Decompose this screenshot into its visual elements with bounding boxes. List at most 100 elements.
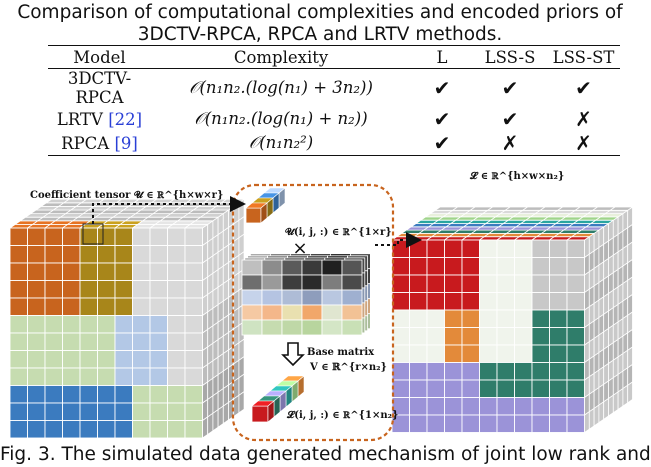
cube-front-cell [27, 280, 46, 299]
matrix-cell [261, 319, 283, 336]
header-model: Model [48, 45, 151, 69]
cube-front-cell [514, 397, 533, 416]
matrix-cell [341, 259, 363, 276]
fiber-cell [245, 207, 262, 224]
cube-front-cell [391, 239, 410, 258]
cube-front-cell [132, 385, 151, 404]
cube-front-cell [444, 397, 463, 416]
cube-front-cell [9, 420, 28, 439]
cube-front-cell [514, 344, 533, 363]
cube-front-cell [444, 292, 463, 311]
cube-front-cell [79, 350, 98, 369]
cube-front-cell [132, 280, 151, 299]
cube-front-cell [62, 280, 81, 299]
matrix-cell [321, 259, 343, 276]
table-header-row: Model Complexity L LSS-S LSS-ST [48, 45, 620, 69]
cube-front-cell [496, 292, 515, 311]
cube-side-cell [588, 407, 595, 430]
matrix-cell [321, 274, 343, 291]
cube-front-cell [44, 315, 63, 334]
cube-front-cell [461, 327, 480, 346]
cube-front-cell [531, 344, 550, 363]
cube-front-cell [149, 315, 168, 334]
cube-front-cell [566, 344, 585, 363]
cube-front-cell [114, 420, 133, 439]
cube-front-cell [114, 402, 133, 421]
cube-front-cell [531, 414, 550, 433]
cube-front-cell [426, 414, 445, 433]
cube-front-cell [27, 385, 46, 404]
check-icon: ✔ [501, 76, 519, 100]
matrix-cell [301, 259, 323, 276]
cube-front-cell [132, 367, 151, 386]
cube-front-cell [79, 280, 98, 299]
fiber-cell [251, 405, 269, 423]
cube-front-cell [391, 309, 410, 328]
cube-front-cell [9, 280, 28, 299]
cube-front-cell [132, 227, 151, 246]
cube-front-cell [62, 315, 81, 334]
cube-front-cell [114, 385, 133, 404]
cube-front-cell [167, 402, 186, 421]
cube-front-cell [149, 280, 168, 299]
cube-front-cell [479, 257, 498, 276]
cube-front-cell [461, 309, 480, 328]
cube-front-cell [514, 362, 533, 381]
cube-front-cell [79, 367, 98, 386]
cube-front-cell [62, 297, 81, 316]
cube-front-cell [496, 344, 515, 363]
dotted-arrow-left [92, 196, 246, 224]
cube-front-cell [9, 262, 28, 281]
cube-front-cell [409, 414, 428, 433]
cube-front-cell [27, 350, 46, 369]
cube-front-cell [114, 262, 133, 281]
cube-front-cell [9, 402, 28, 421]
cube-front-cell [149, 262, 168, 281]
matrix-cell [341, 304, 363, 321]
cube-front-cell [184, 280, 203, 299]
cube-front-cell [9, 385, 28, 404]
cube-front-cell [167, 350, 186, 369]
citation-link[interactable]: [22] [108, 109, 143, 129]
cube-front-cell [149, 385, 168, 404]
cube-front-cell [44, 227, 63, 246]
matrix-cell [341, 289, 363, 306]
cube-front-cell [167, 280, 186, 299]
cube-front-cell [62, 402, 81, 421]
cube-front-cell [27, 367, 46, 386]
matrix-cell [301, 319, 323, 336]
cube-front-cell [496, 257, 515, 276]
cube-front-cell [496, 309, 515, 328]
check-icon: ✔ [433, 76, 451, 100]
cube-front-cell [479, 292, 498, 311]
cube-front-cell [27, 245, 46, 264]
cube-front-cell [149, 297, 168, 316]
cube-front-cell [426, 362, 445, 381]
times-sign: × [292, 238, 307, 259]
cube-front-cell [149, 227, 168, 246]
cube-front-cell [114, 280, 133, 299]
cube-front-cell [566, 274, 585, 293]
cube-front-cell [461, 274, 480, 293]
cube-front-cell [44, 332, 63, 351]
cube-front-cell [167, 315, 186, 334]
matrix-cell [281, 304, 303, 321]
cube-front-cell [9, 315, 28, 334]
cube-front-cell [114, 315, 133, 334]
cube-side-cell [212, 408, 219, 432]
cube-front-cell [496, 274, 515, 293]
cube-front-cell [44, 280, 63, 299]
cube-front-cell [391, 344, 410, 363]
cube-front-cell [79, 245, 98, 264]
cube-front-cell [549, 274, 568, 293]
cube-front-cell [9, 367, 28, 386]
citation-link[interactable]: [9] [114, 133, 138, 153]
cube-front-cell [44, 402, 63, 421]
check-icon: ✔ [411, 131, 473, 156]
cube-front-cell [184, 420, 203, 439]
cube-front-cell [566, 309, 585, 328]
cube-front-cell [62, 245, 81, 264]
matrix-cell [301, 304, 323, 321]
cube-front-cell [79, 297, 98, 316]
cube-front-cell [391, 274, 410, 293]
